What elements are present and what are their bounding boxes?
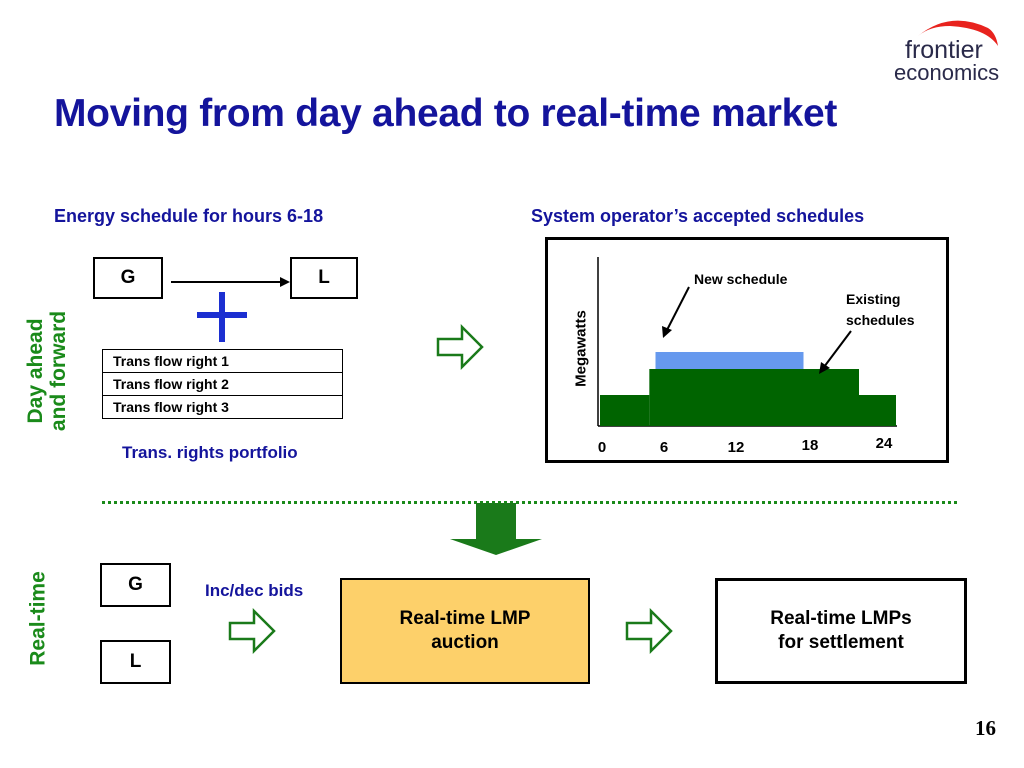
page-title: Moving from day ahead to real-time marke… xyxy=(54,92,838,135)
logo-line2: economics xyxy=(894,60,1000,85)
down-arrow-icon xyxy=(450,503,542,555)
real-time-label: Real-time xyxy=(26,571,50,666)
table-row: Trans flow right 1 xyxy=(102,349,343,373)
plus-icon xyxy=(197,292,247,342)
trans-right-1: Trans flow right 1 xyxy=(102,349,343,373)
auction-line1: Real-time LMP xyxy=(399,608,531,629)
inc-dec-bids-label: Inc/dec bids xyxy=(205,581,304,600)
existing-schedule-block-1 xyxy=(649,369,859,426)
new-schedule-label: New schedule xyxy=(694,271,788,287)
logo-line1: frontier xyxy=(905,36,983,64)
existing-schedules-label: Existing schedules xyxy=(846,289,914,331)
day-ahead-label: Day ahead and forward xyxy=(0,311,117,431)
settlement-box: Real-time LMPs for settlement xyxy=(715,578,967,684)
existing-label-line2: schedules xyxy=(846,312,915,328)
rt-generator-box: G xyxy=(100,563,171,607)
new-schedule-pointer xyxy=(666,286,690,331)
table-row: Trans flow right 2 xyxy=(102,372,343,396)
g-to-l-arrow xyxy=(171,277,290,287)
logo: frontier economics xyxy=(890,14,1002,86)
table-row: Trans flow right 3 xyxy=(102,395,343,419)
existing-schedule-block-0 xyxy=(600,395,650,426)
x-tick-label: 18 xyxy=(802,437,819,454)
lmp-auction-box: Real-time LMP auction xyxy=(340,578,590,684)
trans-right-3: Trans flow right 3 xyxy=(102,395,343,419)
new-schedule-pointer-head xyxy=(662,326,672,338)
existing-schedules-pointer xyxy=(823,330,852,368)
load-box: L xyxy=(290,257,358,299)
section-divider xyxy=(102,501,957,504)
bids-arrow-icon xyxy=(228,607,276,655)
portfolio-caption: Trans. rights portfolio xyxy=(122,443,298,462)
new-schedule-block-0 xyxy=(655,352,804,369)
energy-schedule-heading: Energy schedule for hours 6-18 xyxy=(54,206,324,226)
page-number: 16 xyxy=(975,716,996,740)
existing-schedules-pointer-head xyxy=(819,362,830,374)
schedule-chart-plot: 0 6 12 18 24 xyxy=(597,257,897,456)
rt-load-box: L xyxy=(100,640,171,684)
x-tick-label: 12 xyxy=(728,439,745,456)
right-arrow-icon xyxy=(436,323,484,371)
logo-swoosh-icon xyxy=(918,20,998,46)
x-tick-label: 6 xyxy=(660,439,668,456)
operator-schedules-heading: System operator’s accepted schedules xyxy=(531,206,865,226)
existing-label-line1: Existing xyxy=(846,291,901,307)
auction-line2: auction xyxy=(431,632,499,653)
existing-schedule-block-2 xyxy=(859,395,896,426)
settlement-line2: for settlement xyxy=(778,632,904,653)
day-ahead-label-line1: Day ahead xyxy=(24,318,47,424)
trans-right-2: Trans flow right 2 xyxy=(102,372,343,396)
auction-arrow-icon xyxy=(625,607,673,655)
settlement-line1: Real-time LMPs xyxy=(770,608,912,629)
generator-box: G xyxy=(93,257,163,299)
day-ahead-label-line2: and forward xyxy=(47,310,70,432)
x-tick-label: 24 xyxy=(876,435,893,452)
y-axis-label: Megawatts xyxy=(572,310,590,387)
trans-rights-table: Trans flow right 1 Trans flow right 2 Tr… xyxy=(102,349,343,419)
x-tick-label: 0 xyxy=(598,439,606,456)
